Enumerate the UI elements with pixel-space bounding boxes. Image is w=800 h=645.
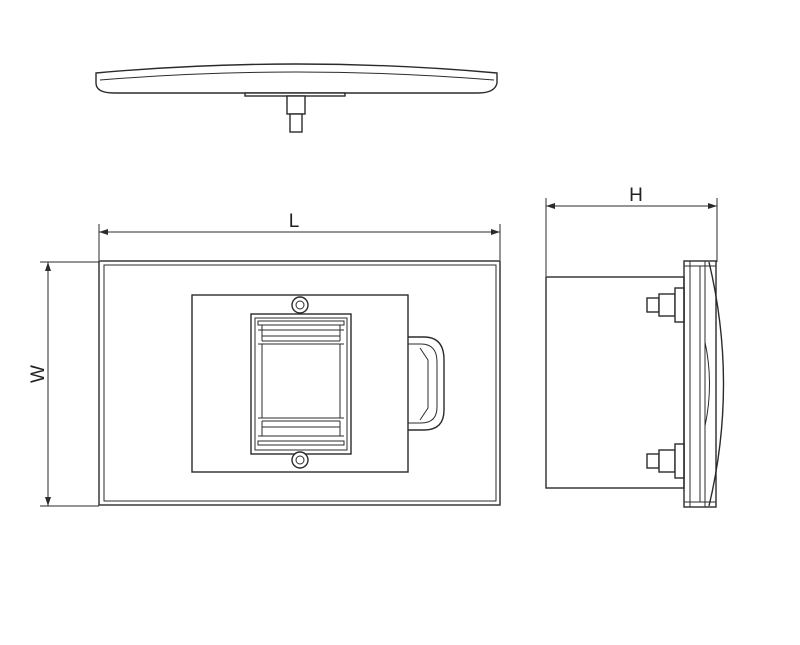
top-view-stem — [286, 95, 306, 115]
top-view — [95, 63, 498, 133]
side-cover-curve — [708, 261, 725, 507]
length-dimension: L — [98, 211, 501, 260]
upper-pin — [646, 287, 685, 323]
faceplate-inner — [103, 264, 497, 502]
width-label: W — [28, 365, 49, 383]
height-dimension: H — [545, 185, 718, 276]
lower-pin — [646, 443, 685, 479]
connector-handle — [408, 336, 445, 431]
length-label: L — [289, 211, 300, 232]
top-view-plate — [95, 63, 498, 94]
front-view: L W — [28, 211, 501, 507]
side-view: H — [545, 185, 725, 508]
height-label: H — [629, 185, 643, 206]
width-dimension: W — [28, 261, 99, 507]
top-screw-icon — [291, 296, 309, 314]
module-frame — [191, 294, 409, 473]
top-view-pin — [289, 113, 303, 133]
bottom-screw-icon — [291, 451, 309, 469]
faceplate-outer — [98, 260, 501, 506]
side-faceplate — [683, 260, 717, 508]
keystone-insert — [250, 313, 352, 455]
